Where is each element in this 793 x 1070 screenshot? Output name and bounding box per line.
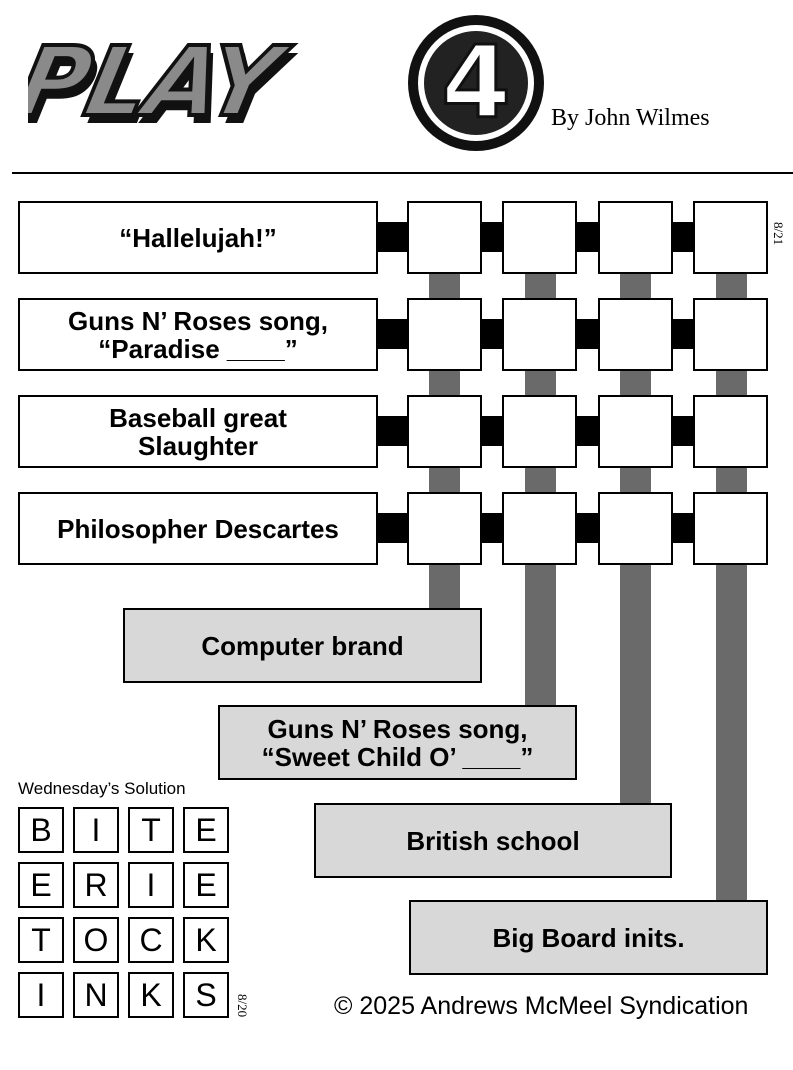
- solution-cell: T: [18, 917, 64, 963]
- down-clue-3: British school: [314, 803, 672, 878]
- puzzle-date: 8/21: [771, 222, 786, 246]
- solution-cell: S: [183, 972, 229, 1018]
- solution-cell: R: [73, 862, 119, 908]
- play4-logo: PLAY PLAY 4: [28, 15, 544, 151]
- answer-cell-r4c2[interactable]: [502, 492, 577, 565]
- answer-cell-r4c4[interactable]: [693, 492, 768, 565]
- solution-title: Wednesday’s Solution: [18, 779, 186, 798]
- answer-cell-r2c3[interactable]: [598, 298, 673, 371]
- copyright: © 2025 Andrews McMeel Syndication: [334, 992, 749, 1020]
- down-connector-4: [716, 272, 747, 902]
- solution-cell: E: [183, 807, 229, 853]
- solution-cell: K: [128, 972, 174, 1018]
- answer-cell-r2c1[interactable]: [407, 298, 482, 371]
- solution-cell: T: [128, 807, 174, 853]
- answer-cell-r1c3[interactable]: [598, 201, 673, 274]
- answer-cell-r1c2[interactable]: [502, 201, 577, 274]
- down-clue-4: Big Board inits.: [409, 900, 768, 975]
- down-clue-1: Computer brand: [123, 608, 482, 683]
- byline: By John Wilmes: [551, 105, 710, 131]
- solution-cell: I: [73, 807, 119, 853]
- answer-cell-r4c3[interactable]: [598, 492, 673, 565]
- svg-text:PLAY: PLAY: [28, 26, 298, 138]
- answer-cell-r3c1[interactable]: [407, 395, 482, 468]
- answer-cell-r2c4[interactable]: [693, 298, 768, 371]
- solution-cell: I: [18, 972, 64, 1018]
- answer-cell-r2c2[interactable]: [502, 298, 577, 371]
- answer-cell-r3c2[interactable]: [502, 395, 577, 468]
- solution-cell: B: [18, 807, 64, 853]
- answer-cell-r3c3[interactable]: [598, 395, 673, 468]
- solution-date: 8/20: [235, 994, 250, 1018]
- solution-cell: I: [128, 862, 174, 908]
- svg-text:PLAY: PLAY: [28, 34, 303, 146]
- solution-cell: E: [18, 862, 64, 908]
- answer-cell-r1c4[interactable]: [693, 201, 768, 274]
- down-clue-2: Guns N’ Roses song, “Sweet Child O’ ____…: [218, 705, 577, 780]
- solution-cell: E: [183, 862, 229, 908]
- answer-cell-r1c1[interactable]: [407, 201, 482, 274]
- answer-cell-r3c4[interactable]: [693, 395, 768, 468]
- solution-cell: N: [73, 972, 119, 1018]
- solution-cell: K: [183, 917, 229, 963]
- across-clue-2: Guns N’ Roses song, “Paradise ____”: [18, 298, 378, 371]
- across-clue-1: “Hallelujah!”: [18, 201, 378, 274]
- solution-cell: C: [128, 917, 174, 963]
- across-clue-4: Philosopher Descartes: [18, 492, 378, 565]
- across-clue-3: Baseball great Slaughter: [18, 395, 378, 468]
- svg-text:4: 4: [441, 24, 511, 141]
- solution-cell: O: [73, 917, 119, 963]
- answer-cell-r4c1[interactable]: [407, 492, 482, 565]
- header-divider: [12, 172, 793, 174]
